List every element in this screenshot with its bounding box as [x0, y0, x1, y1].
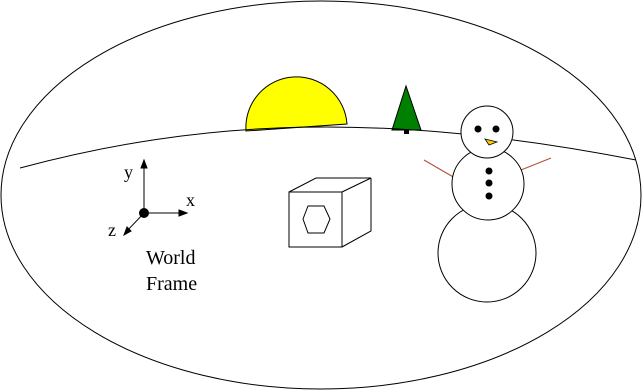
coordinate-axes	[123, 158, 189, 237]
frame-caption-line1: World	[146, 247, 196, 269]
horizon-line	[19, 126, 637, 169]
cube-with-hexagon	[288, 177, 372, 248]
tree	[391, 84, 422, 134]
frame-caption-line2: Frame	[146, 273, 197, 295]
y-axis-label: y	[124, 162, 133, 182]
sun	[245, 76, 348, 132]
z-axis-label: z	[108, 220, 116, 240]
snowman	[423, 105, 552, 303]
x-axis-label: x	[186, 190, 195, 210]
